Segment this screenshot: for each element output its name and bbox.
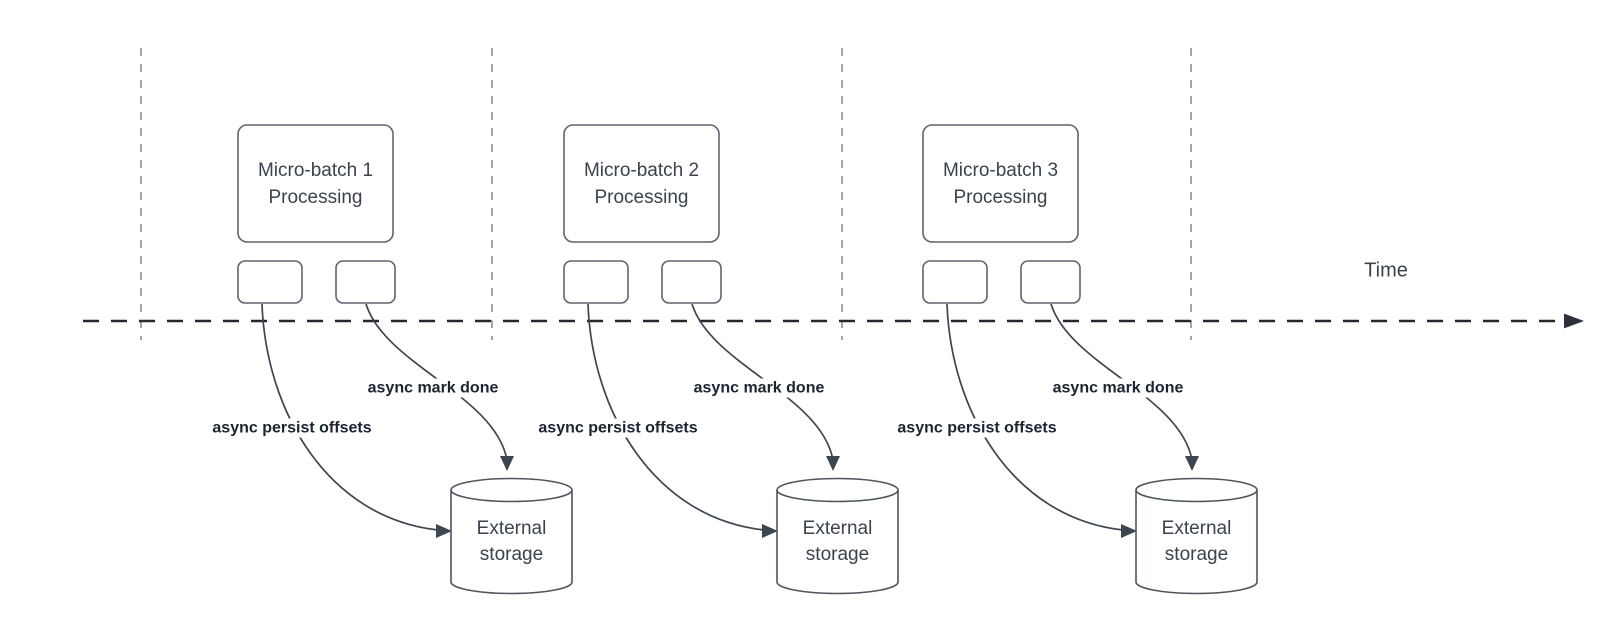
mark-done-node bbox=[661, 260, 722, 304]
time-axis-label: Time bbox=[1364, 259, 1408, 282]
async-persist-offsets-arrow bbox=[946, 303, 1137, 538]
persist-arrowhead-icon bbox=[1121, 524, 1137, 538]
async-persist-offsets-arrow bbox=[587, 303, 778, 538]
cylinder-top bbox=[450, 477, 573, 503]
external-storage-label: External storage bbox=[802, 518, 873, 565]
cylinder-body bbox=[776, 490, 899, 595]
mark-done-node bbox=[335, 260, 396, 304]
micro-batch-box-label: Micro-batch 2 Processing bbox=[583, 159, 700, 208]
micro-batch-box-label: Micro-batch 1 Processing bbox=[257, 159, 374, 208]
external-storage-cylinder bbox=[1135, 477, 1258, 595]
async-mark-done-label: async mark done bbox=[1048, 378, 1188, 398]
async-mark-done-label: async mark done bbox=[689, 378, 829, 398]
external-storage-label: External storage bbox=[476, 518, 547, 565]
async-mark-done-label: async mark done bbox=[363, 378, 503, 398]
persist-arrowhead-icon bbox=[436, 524, 452, 538]
persist-offsets-node bbox=[563, 260, 629, 304]
time-axis-arrowhead-icon bbox=[1564, 313, 1584, 329]
cylinder-body bbox=[1135, 490, 1258, 595]
async-persist-offsets-label: async persist offsets bbox=[208, 418, 376, 438]
external-storage-label: External storage bbox=[1161, 518, 1232, 565]
micro-batch-box bbox=[563, 124, 720, 243]
cylinder-top bbox=[776, 477, 899, 503]
micro-batch-box-label: Micro-batch 3 Processing bbox=[942, 159, 1059, 208]
external-storage-cylinder bbox=[450, 477, 573, 595]
mark-done-arrowhead-icon bbox=[826, 456, 840, 471]
mark-done-node bbox=[1020, 260, 1081, 304]
cylinder-top bbox=[1135, 477, 1258, 503]
micro-batch-group-3 bbox=[922, 124, 1258, 595]
persist-arrow-curve bbox=[946, 303, 1124, 531]
time-axis-arrow bbox=[83, 313, 1584, 329]
persist-arrow-curve bbox=[587, 303, 765, 531]
async-persist-offsets-arrow bbox=[261, 303, 452, 538]
micro-batch-box bbox=[922, 124, 1079, 243]
external-storage-cylinder bbox=[776, 477, 899, 595]
cylinder-body bbox=[450, 490, 573, 595]
async-persist-offsets-label: async persist offsets bbox=[534, 418, 702, 438]
mark-done-arrowhead-icon bbox=[500, 456, 514, 471]
micro-batch-group-2 bbox=[563, 124, 899, 595]
persist-arrowhead-icon bbox=[762, 524, 778, 538]
mark-done-arrowhead-icon bbox=[1185, 456, 1199, 471]
persist-offsets-node bbox=[922, 260, 988, 304]
async-persist-offsets-label: async persist offsets bbox=[893, 418, 1061, 438]
micro-batch-box bbox=[237, 124, 394, 243]
persist-offsets-node bbox=[237, 260, 303, 304]
micro-batch-group-1 bbox=[237, 124, 573, 595]
persist-arrow-curve bbox=[261, 303, 439, 531]
